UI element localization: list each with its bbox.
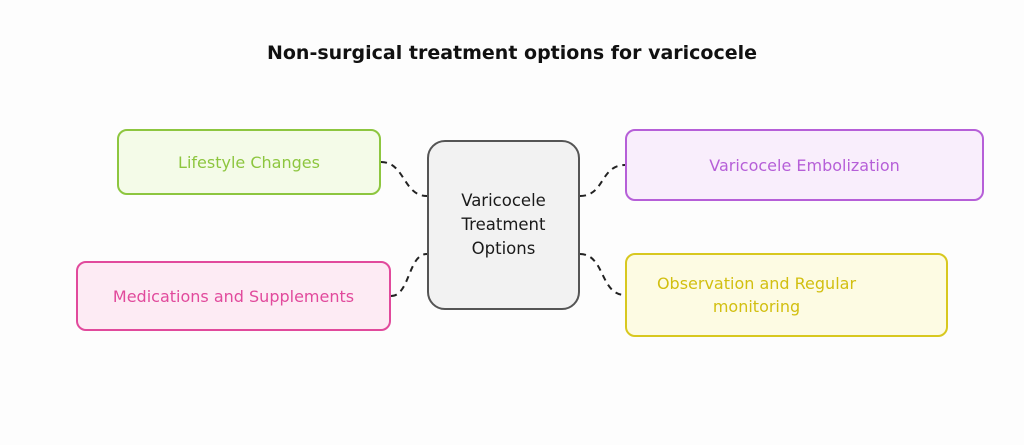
connector-observation [579, 253, 626, 296]
center-label-line-3: Options [471, 239, 536, 258]
center-label: Varicocele Treatment Options [461, 189, 546, 261]
center-label-line-2: Treatment [461, 215, 546, 234]
connector-embolization [579, 164, 626, 197]
node-center-treatment-options: Varicocele Treatment Options [427, 140, 580, 310]
center-label-line-1: Varicocele [461, 191, 546, 210]
node-medications-label: Medications and Supplements [112, 286, 355, 306]
diagram-title: Non-surgical treatment options for varic… [266, 42, 758, 64]
connector-lifestyle [380, 161, 428, 197]
node-observation-monitoring: Observation and Regular monitoring [625, 253, 948, 337]
connector-medications [390, 253, 428, 297]
node-varicocele-embolization: Varicocele Embolization [625, 129, 984, 201]
node-lifestyle-label: Lifestyle Changes [178, 152, 320, 172]
node-observation-label: Observation and Regular monitoring [656, 274, 857, 316]
node-lifestyle-changes: Lifestyle Changes [117, 129, 381, 195]
node-embolization-label: Varicocele Embolization [709, 155, 900, 175]
node-medications-supplements: Medications and Supplements [76, 261, 391, 331]
